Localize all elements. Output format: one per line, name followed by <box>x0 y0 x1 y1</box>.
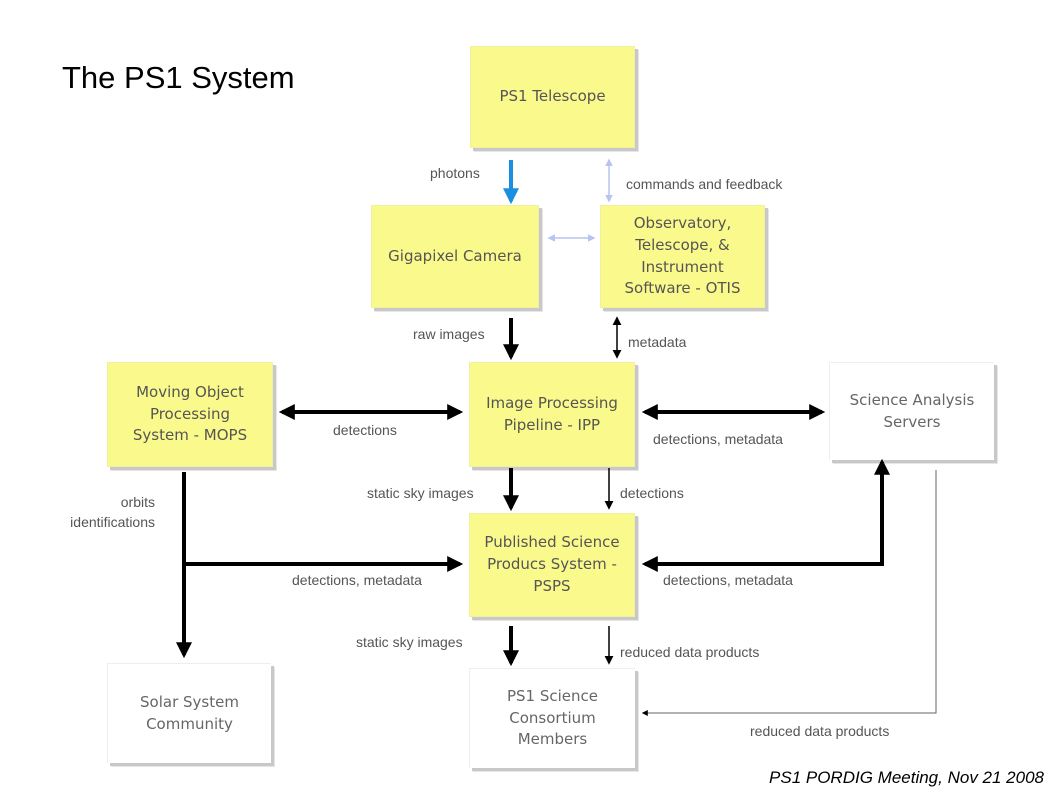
ipp-box: Image Processing Pipeline - IPP <box>469 362 635 467</box>
ps1-telescope-box: PS1 Telescope <box>470 46 635 148</box>
mops-box: Moving Object Processing System - MOPS <box>107 362 273 467</box>
static-sky-images-label-1: static sky images <box>367 485 474 501</box>
ipp-servers-label: detections, metadata <box>653 431 783 447</box>
mops-ipp-detections-label: detections <box>333 422 397 438</box>
servers-psps-label: detections, metadata <box>663 572 793 588</box>
metadata-label: metadata <box>628 334 687 350</box>
ps1-science-consortium-box: PS1 Science Consortium Members <box>469 668 635 768</box>
photons-label: photons <box>430 165 480 181</box>
otis-box: Observatory, Telescope, & Instrument Sof… <box>600 205 765 308</box>
reduced-data-label-1: reduced data products <box>620 644 760 660</box>
page-title: The PS1 System <box>62 60 295 95</box>
footer-text: PS1 PORDIG Meeting, Nov 21 2008 <box>769 768 1044 787</box>
reduced-data-label-2: reduced data products <box>750 723 890 739</box>
commands-feedback-label: commands and feedback <box>626 176 783 192</box>
orbits-label: orbits <box>120 494 155 510</box>
solar-system-community-box: Solar System Community <box>107 663 271 763</box>
detections-ipp-psps-label: detections <box>620 485 684 501</box>
static-sky-images-label-2: static sky images <box>356 634 463 650</box>
gigapixel-camera-box: Gigapixel Camera <box>371 205 539 308</box>
reduced-data-arrow-2 <box>641 470 937 716</box>
psps-box: Published Science Producs System - PSPS <box>469 513 635 617</box>
identifications-label: identifications <box>70 514 155 530</box>
science-analysis-servers-box: Science Analysis Servers <box>829 362 994 460</box>
raw-images-label: raw images <box>413 326 485 342</box>
psps-servers-arrow <box>641 458 890 572</box>
mops-psps-label: detections, metadata <box>292 572 422 588</box>
